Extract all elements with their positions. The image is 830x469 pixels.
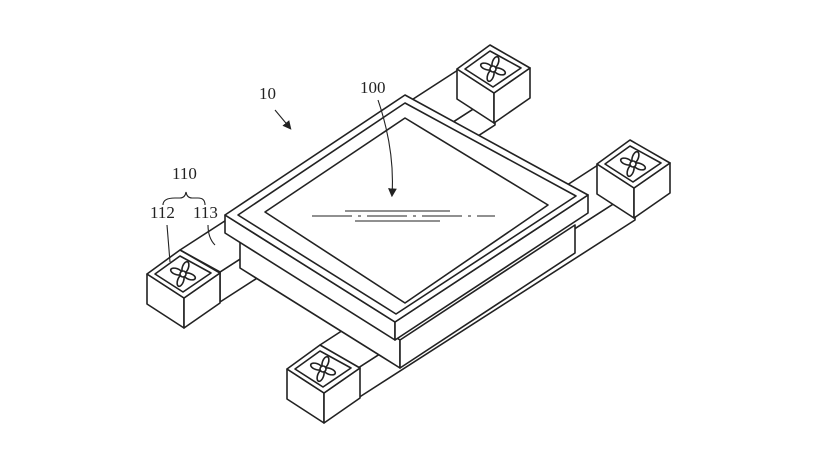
body (224, 94, 589, 369)
label-100: 100 (360, 78, 386, 97)
leader-113 (207, 224, 216, 246)
fan-module-top (456, 44, 531, 124)
label-113: 113 (193, 203, 218, 222)
arrow-10 (274, 109, 292, 130)
brace-110 (162, 191, 206, 206)
label-10: 10 (259, 84, 276, 103)
arrow-100 (377, 99, 397, 198)
fan-module-left (146, 249, 221, 329)
fan-icon (619, 150, 647, 178)
fan-module-right (596, 139, 671, 219)
label-110: 110 (172, 164, 197, 183)
fan-module-bottom (286, 344, 361, 424)
fan-icon (169, 260, 197, 288)
fan-icon (309, 355, 337, 383)
label-112: 112 (150, 203, 175, 222)
leader-112 (166, 224, 171, 263)
fan-icon (479, 55, 507, 83)
